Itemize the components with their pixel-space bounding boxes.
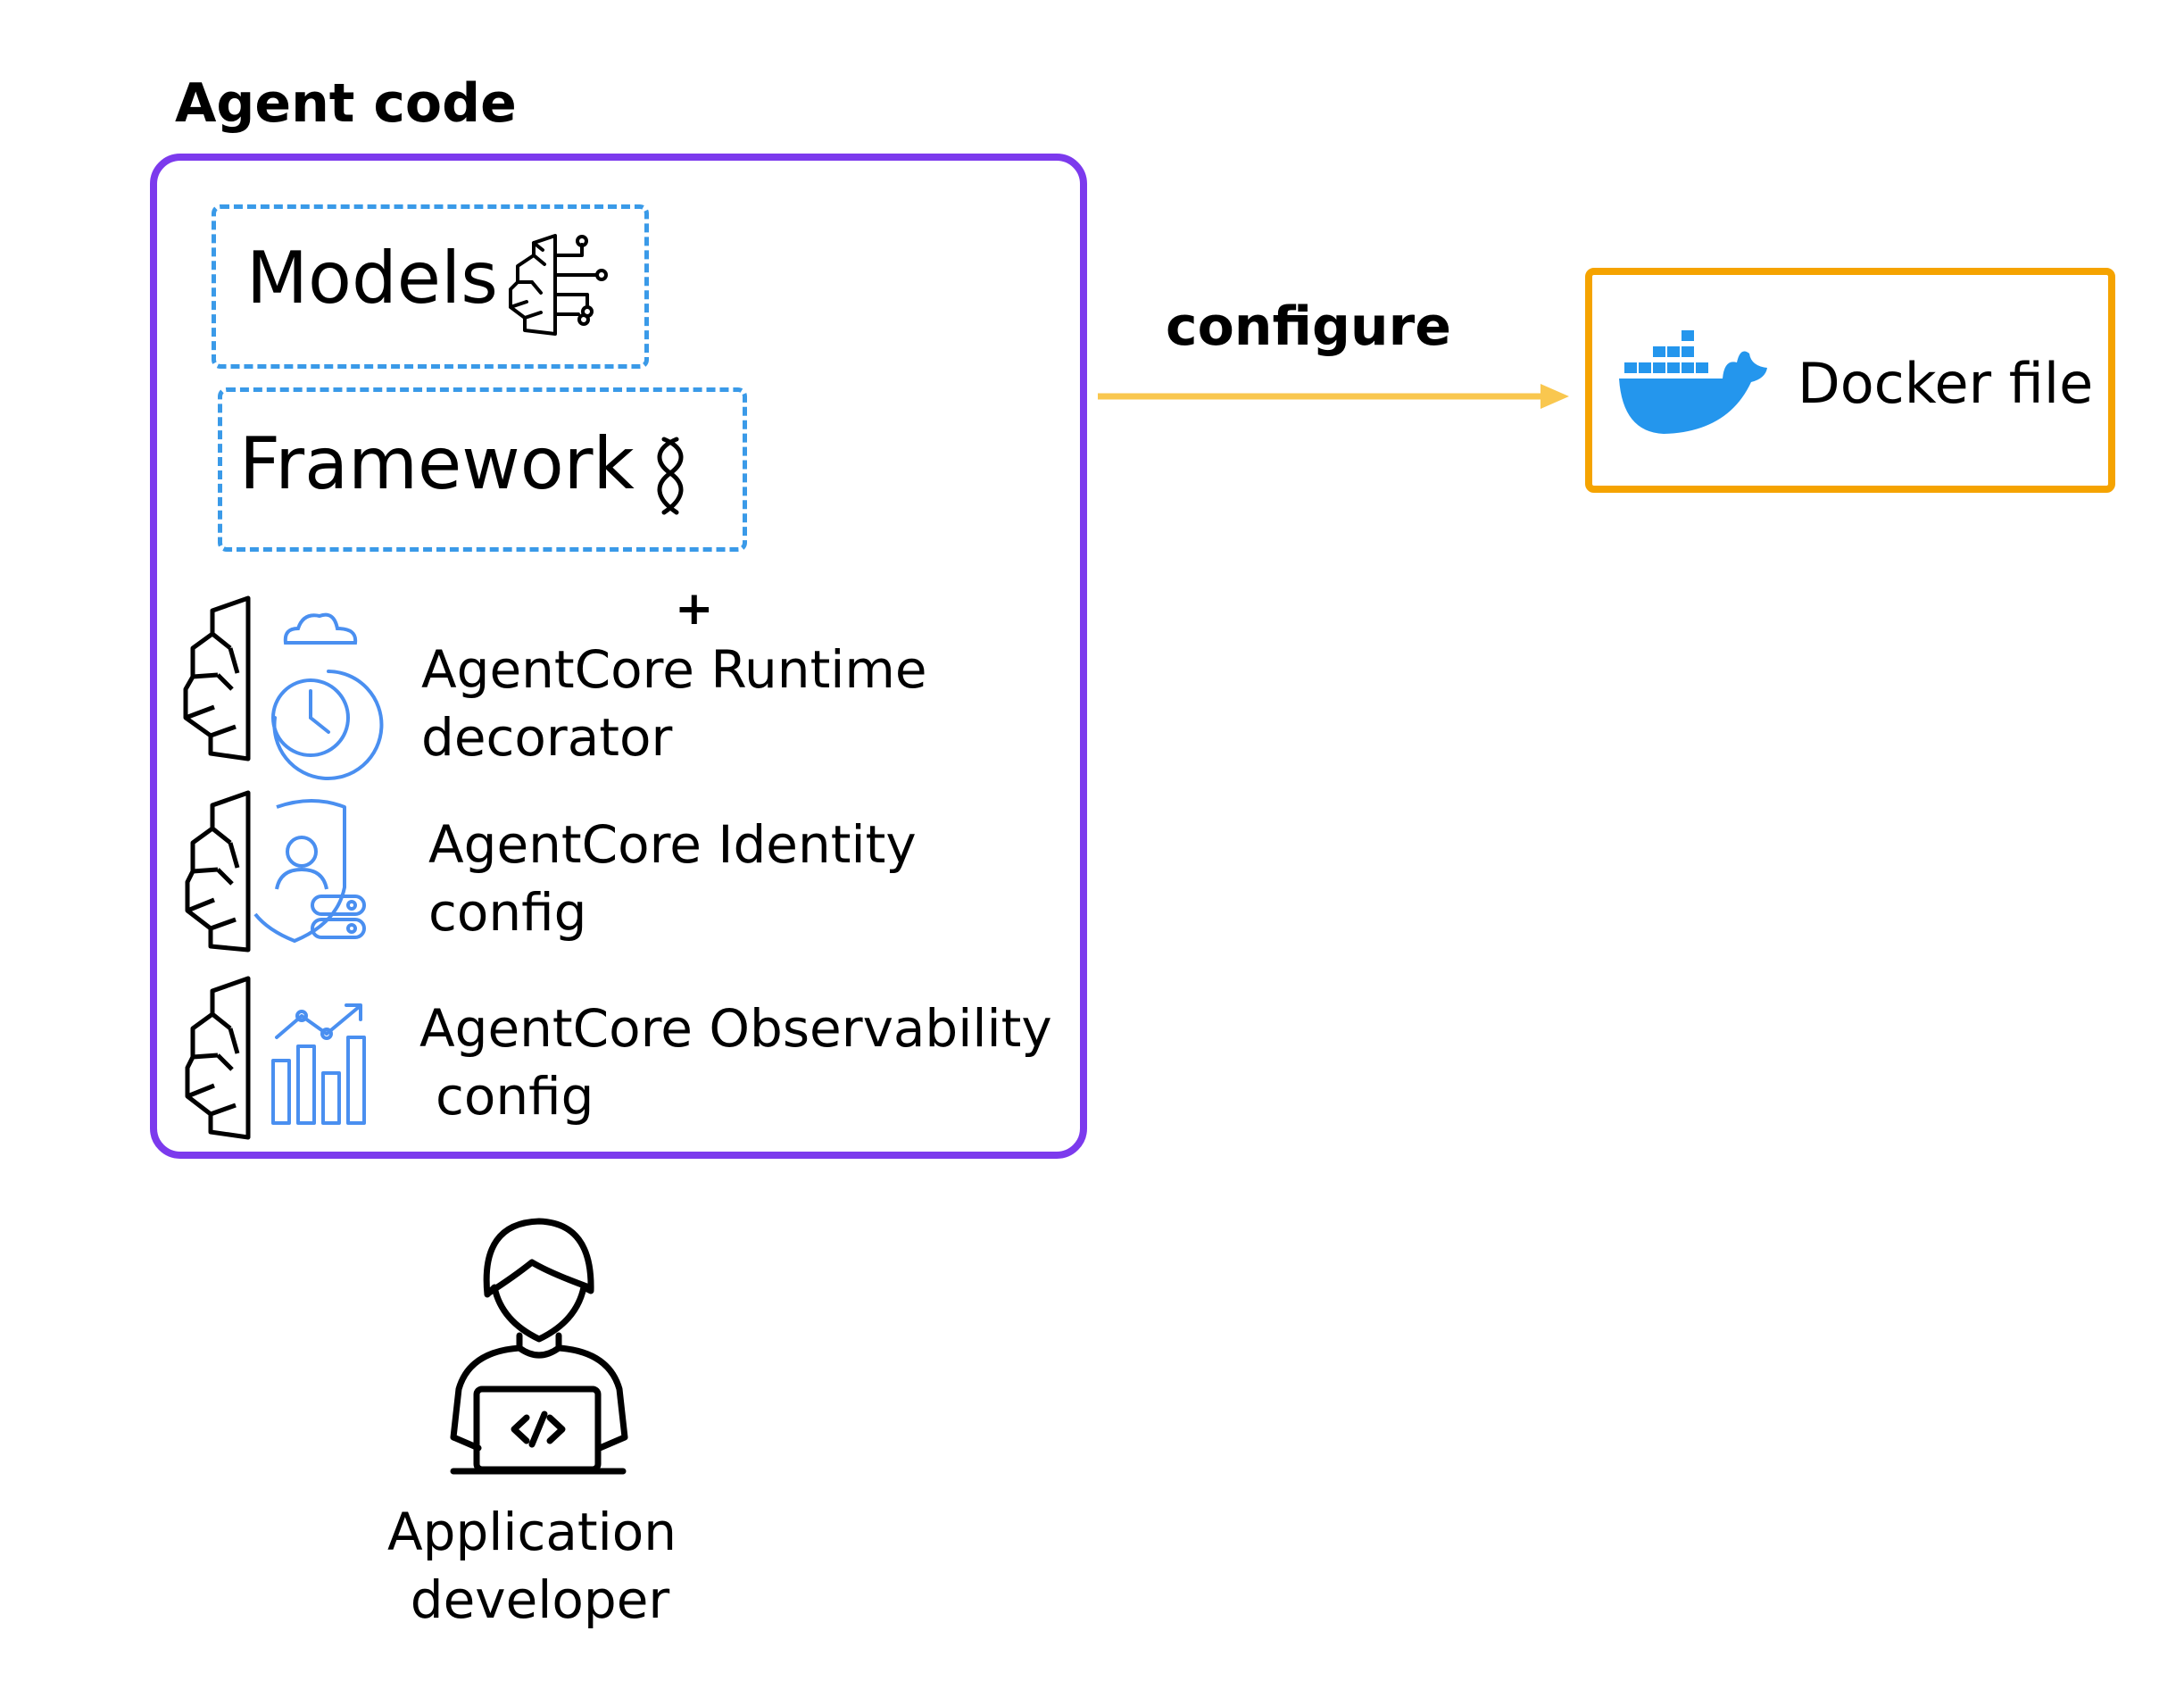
models-box [212,204,649,369]
identity-line2: config [428,882,587,943]
configure-arrow [1098,384,1569,409]
agentcore-observability-icon [185,976,366,1140]
framework-box [218,387,747,552]
runtime-line2: decorator [421,707,673,768]
docker-box [1585,268,2115,493]
docker-label: Docker file [1798,351,2094,416]
agentcore-runtime-icon [183,595,384,780]
configure-label: configure [1166,295,1451,358]
observability-line1: AgentCore Observability [419,998,1052,1059]
runtime-line1: AgentCore Runtime [421,639,927,700]
developer-line2: developer [410,1569,670,1630]
models-label: Models [246,237,498,320]
identity-line1: AgentCore Identity [428,814,917,875]
observability-line2: config [436,1066,594,1127]
developer-line1: Application [386,1502,677,1562]
plus-sign: + [675,582,714,636]
docker-whale-icon [1619,330,1767,434]
developer-laptop-icon [450,1218,628,1475]
ai-brain-circuit-icon [509,234,608,336]
strands-helix-icon [657,437,684,515]
framework-label: Framework [239,422,635,505]
agentcore-identity-icon [185,790,366,953]
agent-code-box [150,154,1087,1159]
agent-code-title: Agent code [175,72,517,135]
